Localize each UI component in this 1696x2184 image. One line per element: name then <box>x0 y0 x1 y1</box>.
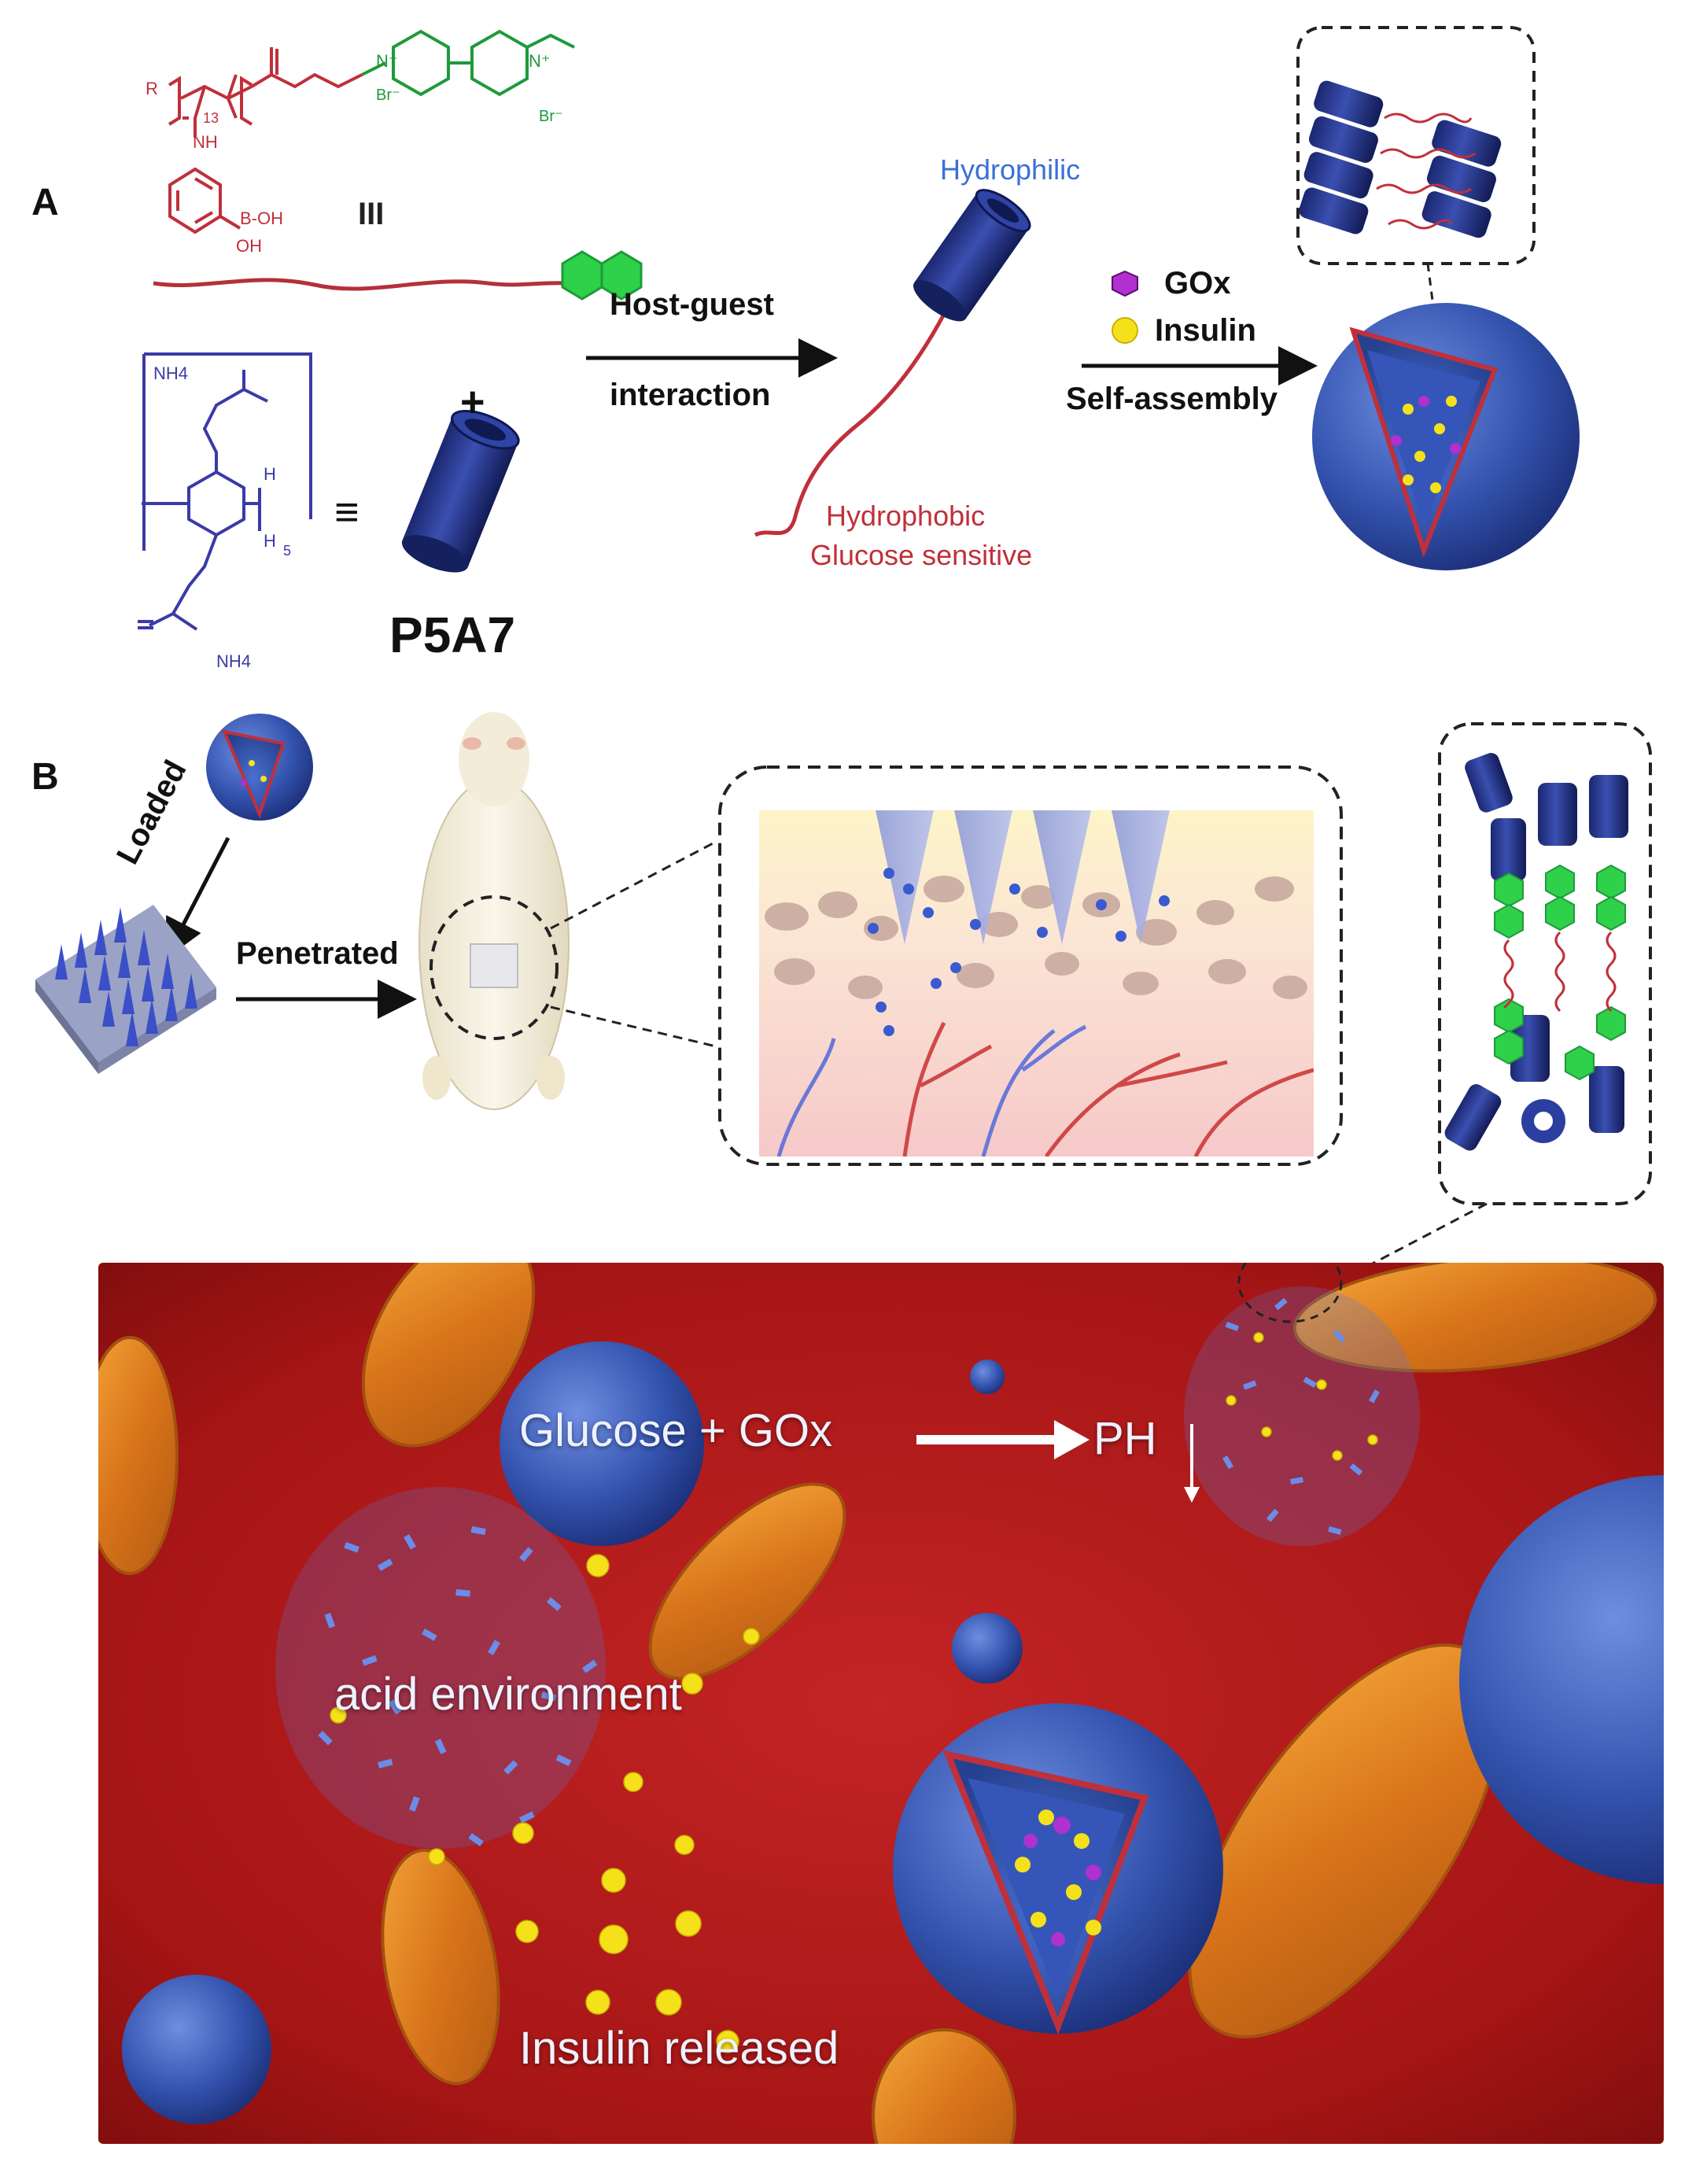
small-vesicle <box>206 714 313 821</box>
pillar-h2-label: H <box>264 531 276 551</box>
mouse-image <box>418 712 570 1110</box>
br1-label: Br⁻ <box>376 87 400 104</box>
insulin-legend-icon <box>1112 317 1138 344</box>
plus-symbol: + <box>460 378 485 426</box>
glucose-gox-label: Glucose + GOx <box>519 1405 833 1456</box>
ammonium-bottom-label: NH4 <box>216 651 252 671</box>
panel-b-letter: B <box>31 756 59 798</box>
repeat-count-label: 13 <box>203 110 219 126</box>
self-assembly-label: Self-assembly <box>1066 382 1278 416</box>
host-guest-label: Host-guest <box>610 287 774 322</box>
ph-label: PH <box>1093 1413 1157 1464</box>
amide-nh-label: NH <box>193 132 218 152</box>
host-cylinder-icon <box>401 409 520 573</box>
host-equivalence-symbol: ≡ <box>334 489 359 536</box>
boronic-oh1-label: B-OH <box>240 208 283 228</box>
hydrophilic-label: Hydrophilic <box>940 153 1081 186</box>
hydrophobic-label: Hydrophobic <box>826 500 986 532</box>
panel-a-letter: A <box>31 182 59 223</box>
penetrated-label: Penetrated <box>236 936 399 971</box>
vesicle-sphere <box>1312 303 1580 570</box>
guest-molecule-structure <box>168 47 363 234</box>
r-group-label: R <box>146 79 158 98</box>
bloodstream-scene <box>98 1263 1664 2144</box>
assembly-inset <box>1321 722 1652 1292</box>
boronic-oh2-label: OH <box>236 236 262 256</box>
glucose-sensitive-label: Glucose sensitive <box>810 539 1033 571</box>
guest-cartoon <box>153 250 643 301</box>
insulin-released-label: Insulin released <box>519 2023 839 2074</box>
gox-legend-icon <box>1112 270 1138 297</box>
pillar-h1-label: H <box>264 464 276 484</box>
ammonium-top-label: NH4 <box>153 363 189 383</box>
host-structure <box>138 352 312 631</box>
acid-environment-label: acid environment <box>334 1669 682 1720</box>
microneedle-patch <box>35 905 216 1074</box>
bilayer-inset <box>1296 26 1536 418</box>
gox-legend-label: GOx <box>1164 266 1231 301</box>
interaction-label: interaction <box>610 378 771 412</box>
pillar-n-label: 5 <box>283 543 292 559</box>
amphiphile-icon <box>754 189 1031 537</box>
insulin-legend-label: Insulin <box>1155 313 1256 348</box>
loaded-arrow <box>165 836 230 959</box>
host-name-label: P5A7 <box>389 607 516 663</box>
viologen-n2-label: N⁺ <box>529 51 551 71</box>
viologen-structure <box>361 29 575 97</box>
skin-cross-section <box>718 766 1343 1166</box>
equivalence-symbol: III <box>358 197 385 231</box>
viologen-n1-label: N⁺ <box>376 51 398 71</box>
br2-label: Br⁻ <box>539 108 563 125</box>
